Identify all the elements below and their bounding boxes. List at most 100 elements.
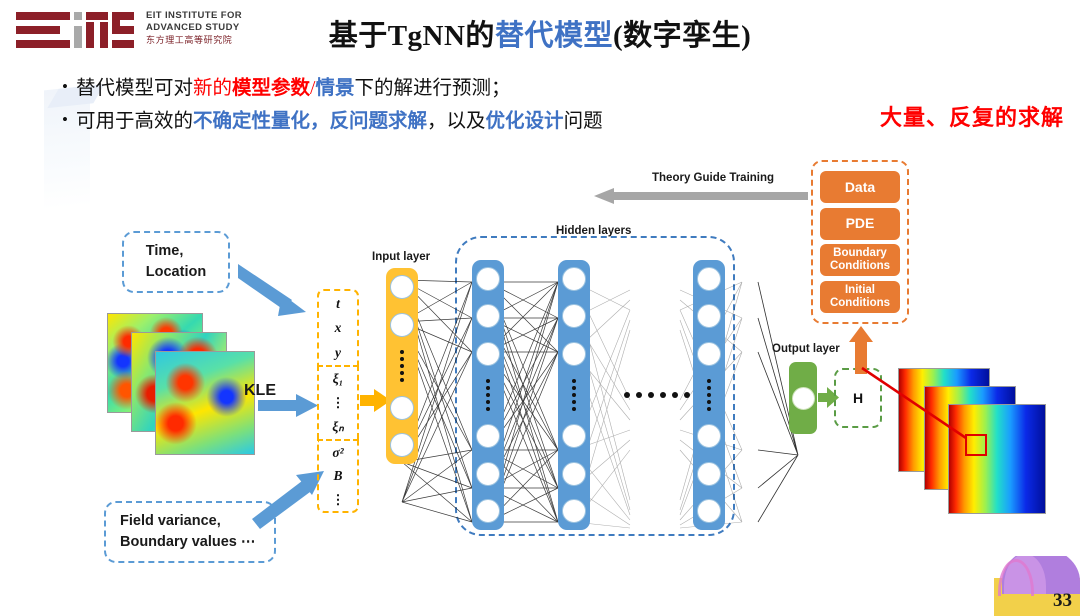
- theory-guide-training-label: Theory Guide Training: [652, 172, 775, 184]
- arrow-vector-to-input-layer: [360, 389, 391, 412]
- seg: 替代模型可对: [76, 78, 194, 99]
- input-box-time-location: Time,Location: [122, 231, 230, 293]
- hidden-layer-3-ellipsis: [707, 378, 711, 411]
- var-xi-n: ξₙ: [332, 419, 344, 435]
- red-pointer-line: [861, 366, 967, 440]
- title-part-1: 基于TgNN的: [328, 20, 495, 52]
- neuron: [390, 275, 414, 299]
- output-neuron: [791, 386, 815, 410]
- neuron: [562, 267, 586, 291]
- neuron: [562, 304, 586, 329]
- var-t: t: [336, 295, 340, 311]
- red-highlight-box: [965, 434, 987, 456]
- input-box-field-variance-label: Field variance,Boundary values ⋯: [120, 512, 256, 550]
- neuron: [562, 461, 586, 486]
- nn-connections: [401, 279, 799, 529]
- input-box-time-location-label: Time,Location: [145, 242, 207, 280]
- input-box-field-variance: Field variance,Boundary values ⋯: [104, 501, 276, 563]
- hidden-layer-2-ellipsis: [572, 378, 576, 411]
- input-vector-segment-1: t x y: [317, 289, 359, 365]
- input-layer-column: [386, 268, 418, 464]
- output-field-heatmap-front: [948, 404, 1046, 514]
- architecture-diagram: Time,Location Field variance,Boundary va…: [0, 150, 1080, 590]
- var-y: y: [335, 344, 341, 360]
- list-item: • 可用于高效的不确定性量化，反问题求解，以及优化设计问题: [62, 109, 762, 135]
- arrow-h-to-theory-group: [849, 326, 873, 374]
- random-field-heatmap-front: [155, 351, 255, 455]
- neuron: [390, 433, 414, 457]
- callout-red-text: 大量、反复的求解: [879, 105, 1064, 130]
- neuron: [476, 341, 500, 366]
- output-layer-label: Output layer: [772, 343, 840, 355]
- page-title: 基于TgNN的替代模型(数字孪生): [0, 12, 1080, 54]
- logo-mark-icon: [16, 8, 134, 53]
- neuron: [697, 424, 721, 449]
- list-item: • 替代模型可对新的模型参数/情景下的解进行预测；: [62, 76, 762, 102]
- bullet-text-2: 可用于高效的不确定性量化，反问题求解，以及优化设计问题: [76, 109, 762, 135]
- neuron: [476, 498, 500, 523]
- neuron: [697, 341, 721, 366]
- kle-label: KLE: [244, 382, 276, 399]
- logo-line-3: 东方理工高等研究院: [146, 35, 233, 46]
- hidden-layer-column-2: [558, 260, 590, 530]
- var-xi-1: ξ₁: [332, 371, 344, 387]
- var-x: x: [334, 320, 342, 336]
- input-vector-group: t x y ξ₁ ⋮ ξₙ σ² B ⋮: [317, 289, 359, 513]
- neuron: [476, 267, 500, 291]
- input-layer-label: Input layer: [372, 251, 431, 263]
- neuron: [697, 304, 721, 329]
- seg-tail: 问题: [563, 111, 603, 133]
- input-layer-ellipsis: [400, 350, 404, 382]
- neuron: [390, 312, 414, 337]
- bullet-marker: •: [62, 110, 68, 130]
- neuron: [390, 395, 414, 420]
- hidden-layers-label: Hidden layers: [556, 225, 632, 237]
- neuron: [476, 461, 500, 486]
- hidden-layer-1-ellipsis: [486, 378, 490, 411]
- hidden-layers-ellipsis: [624, 392, 690, 398]
- arrow-time-to-vector: [238, 264, 306, 316]
- output-h-label: H: [852, 390, 864, 406]
- input-vector-segment-3: σ² B ⋮: [317, 439, 359, 513]
- arrow-output-to-h: [818, 387, 839, 408]
- neuron: [562, 341, 586, 366]
- neuron: [476, 424, 500, 449]
- input-vector-segment-2: ξ₁ ⋮ ξₙ: [317, 365, 359, 439]
- logo-line-1: EIT INSTITUTE FOR: [146, 10, 242, 21]
- theory-box-pde-label: PDE: [845, 214, 875, 231]
- var-xi-dots: ⋮: [331, 395, 345, 411]
- seg-blue-bold: 情景: [315, 78, 355, 99]
- output-layer-column: [789, 362, 817, 434]
- neuron: [697, 267, 721, 291]
- theory-box-pde: PDE: [820, 207, 900, 240]
- title-part-2: 替代模型: [494, 20, 613, 52]
- bullet-text-1: 替代模型可对新的模型参数/情景下的解进行预测；: [76, 76, 762, 102]
- seg-blue-bold-2: 优化设计: [485, 111, 564, 133]
- var-b-dots: ⋮: [331, 491, 345, 507]
- var-sigma2: σ²: [332, 444, 344, 460]
- seg-tail: 下的解进行预测；: [354, 78, 511, 99]
- hidden-layer-column-1: [472, 260, 504, 530]
- neuron: [562, 498, 586, 523]
- seg-blue-bold: 不确定性量化，反问题求解: [193, 111, 428, 133]
- seg: 可用于高效的: [76, 111, 194, 133]
- neuron: [476, 304, 500, 329]
- bullet-marker: •: [62, 77, 68, 96]
- eit-logo: EIT INSTITUTE FOR ADVANCED STUDY 东方理工高等研…: [16, 8, 242, 53]
- var-B: B: [333, 468, 343, 484]
- theory-box-data-label: Data: [844, 178, 876, 195]
- hidden-layer-column-3: [693, 260, 725, 530]
- logo-line-2: ADVANCED STUDY: [146, 22, 240, 34]
- seg-red: 新的: [193, 78, 233, 99]
- seg-slash: /: [310, 78, 316, 99]
- neuron: [697, 498, 721, 523]
- bullet-list: • 替代模型可对新的模型参数/情景下的解进行预测； • 可用于高效的不确定性量化…: [62, 76, 762, 143]
- neuron: [697, 461, 721, 486]
- page-number: 33: [1053, 590, 1072, 611]
